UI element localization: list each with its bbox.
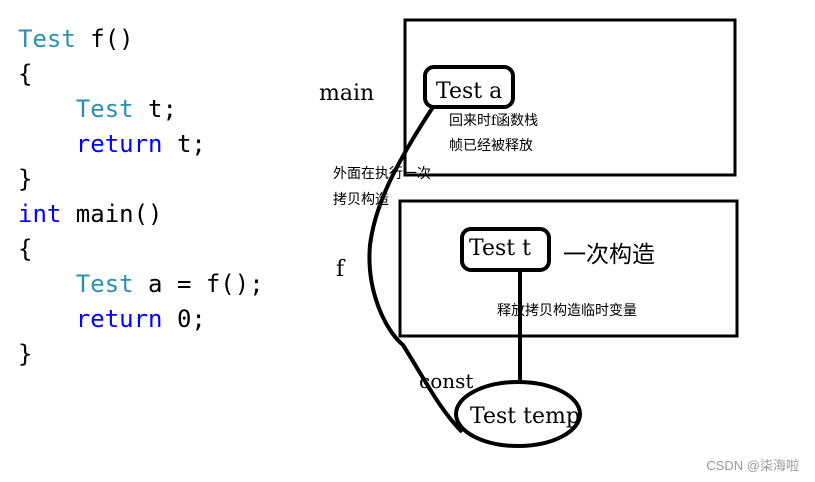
code-line: return t; [18, 127, 264, 162]
code-token: t; [162, 130, 206, 158]
code-listing: Test f(){ Test t; return t;}int main(){ … [18, 22, 264, 372]
copy-note-line-2: 拷贝构造 [333, 192, 389, 208]
copy-path-curve [367, 105, 464, 434]
code-token: } [18, 165, 33, 193]
test-a-box [423, 65, 515, 109]
csdn-watermark: CSDN @柒海啦 [706, 458, 799, 473]
test-a-label: Test a [436, 79, 502, 104]
code-token: int [18, 200, 62, 228]
code-line: int main() [18, 197, 264, 232]
main-note-line-1: 回来时f函数栈 [449, 113, 538, 129]
code-line: { [18, 57, 264, 92]
code-token: f() [75, 25, 134, 53]
code-token: Test [75, 95, 134, 123]
code-line: return 0; [18, 302, 264, 337]
code-token: return [75, 130, 163, 158]
main-frame-box [403, 18, 737, 177]
code-line: { [18, 232, 264, 267]
code-line: Test a = f(); [18, 267, 264, 302]
test-temp-label: Test temp [470, 404, 580, 429]
code-token: 0; [162, 305, 206, 333]
code-line: Test f() [18, 22, 264, 57]
release-note: 释放拷贝构造临时变量 [497, 303, 637, 319]
code-token: } [18, 340, 33, 368]
test-t-label: Test t [469, 236, 531, 261]
once-construct-label: 一次构造 [563, 242, 655, 268]
f-label: f [336, 257, 346, 282]
code-token: Test [18, 25, 76, 53]
const-label: const [419, 369, 473, 393]
main-note-line-2: 帧已经被释放 [449, 138, 533, 154]
main-label: main [319, 81, 374, 106]
code-token: a = f(); [133, 270, 264, 298]
code-token: return [75, 305, 163, 333]
code-token: main() [61, 200, 163, 228]
code-line: Test t; [18, 92, 264, 127]
code-token: Test [75, 270, 134, 298]
f-frame-box [398, 199, 739, 338]
code-token: { [18, 60, 33, 88]
code-token: t; [133, 95, 177, 123]
test-t-box [460, 227, 551, 272]
code-line: } [18, 162, 264, 197]
copy-note-line-1: 外面在执行一次 [333, 166, 431, 182]
code-token: { [18, 235, 33, 263]
code-line: } [18, 337, 264, 372]
